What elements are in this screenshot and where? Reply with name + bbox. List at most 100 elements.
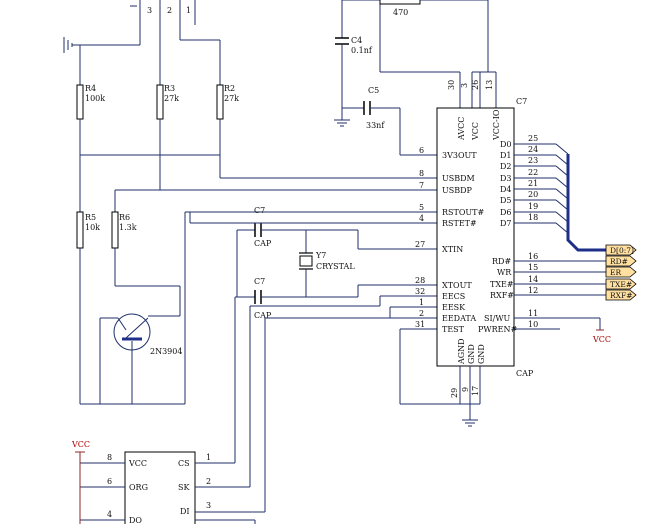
- pin-num-2: 2: [419, 309, 424, 318]
- pin-num-12: 12: [528, 286, 538, 295]
- top-pin-num-3: 3: [460, 83, 469, 88]
- top-pin-vcc: VCC: [471, 122, 480, 141]
- c7-upper-value: CAP: [254, 239, 272, 248]
- ground-ic-icon: [462, 419, 478, 427]
- crystal-value: CRYSTAL: [316, 262, 355, 271]
- net-label-rd-text: RD#: [610, 257, 628, 266]
- net-label-er-text: ER: [610, 268, 621, 277]
- pin-num-7: 7: [419, 181, 424, 190]
- pin-num-16: 16: [528, 252, 538, 261]
- pin-name-d0: D0: [500, 140, 512, 149]
- resistor-r6: R6 1.3k: [111, 190, 181, 317]
- ground-symbol-icon: [63, 37, 140, 53]
- vcc-label-left: VCC: [71, 440, 90, 449]
- header-pin-2: 2: [167, 6, 172, 15]
- net-label-er: ER: [605, 266, 637, 278]
- net-label-rxf: RXF#: [605, 289, 637, 301]
- eeprom-pin-cs: CS: [178, 459, 190, 468]
- eeprom-pin-di: DI: [180, 507, 190, 516]
- main-ic-ref: C7: [516, 97, 527, 106]
- net-label-rd: RD#: [605, 255, 637, 267]
- pin-num-24: 24: [528, 145, 538, 154]
- r6-value: 1.3k: [119, 223, 137, 232]
- eeprom-pin-num-1: 1: [206, 453, 211, 462]
- c7-lower-value: CAP: [254, 311, 272, 320]
- eeprom-pin-org: ORG: [129, 483, 148, 492]
- bottom-pin-num-17: 17: [471, 386, 480, 396]
- pin-name-xtout: XTOUT: [442, 281, 472, 290]
- pin-num-28: 28: [415, 276, 425, 285]
- pin-name-rstout: RSTOUT#: [442, 208, 484, 217]
- resistor-r5: R5 10k: [76, 155, 100, 404]
- eeprom-pin-num-4: 4: [107, 510, 112, 519]
- r2-ref: R2: [224, 84, 235, 93]
- c7-lower-ref: C7: [254, 277, 265, 286]
- eeprom-pin-num-8: 8: [107, 453, 112, 462]
- c4-ref: C4: [351, 36, 362, 45]
- pin-name-usbdm: USBDM: [442, 174, 475, 183]
- eeprom-pin-num-6: 6: [107, 477, 112, 486]
- pin-name-rxf: RXF#: [490, 291, 514, 300]
- pin-num-6: 6: [419, 146, 424, 155]
- pin-num-22: 22: [528, 168, 538, 177]
- crystal-y7: Y7 CRYSTAL: [299, 230, 355, 297]
- pin-name-d5: D5: [500, 196, 512, 205]
- eeprom-pin-sk: SK: [178, 483, 190, 492]
- transistor-2n3904: 2N3904: [99, 313, 182, 404]
- pin-name-d3: D3: [500, 174, 512, 183]
- pin-num-5: 5: [419, 203, 424, 212]
- c5-value: 33nf: [366, 121, 385, 130]
- bottom-pin-gnd-2: GND: [477, 344, 486, 364]
- pin-name-d4: D4: [500, 185, 512, 194]
- pin-name-eecs: EECS: [442, 292, 465, 301]
- r5-value: 10k: [85, 223, 100, 232]
- r4-ref: R4: [85, 84, 96, 93]
- bottom-pin-num-9: 9: [461, 387, 470, 392]
- bottom-pin-num-29: 29: [450, 388, 459, 398]
- pin-num-32: 32: [415, 287, 425, 296]
- pin-num-10: 10: [528, 320, 538, 329]
- pin-num-31: 31: [415, 320, 425, 329]
- r5-ref: R5: [85, 213, 96, 222]
- bottom-pin-agnd: AGND: [457, 338, 466, 365]
- vcc-label-right: VCC: [592, 335, 611, 344]
- pin-name-d1: D1: [500, 151, 512, 160]
- eeprom-pin-do: DO: [129, 516, 142, 524]
- capacitor-c5: C5 33nf: [342, 86, 437, 156]
- pin-num-21: 21: [528, 179, 538, 188]
- pin-name-3v3out: 3V3OUT: [442, 151, 477, 160]
- pin-num-19: 19: [528, 202, 538, 211]
- resistor-470: 470: [379, 0, 488, 72]
- r2-value: 27k: [224, 94, 239, 103]
- pin-num-4: 4: [419, 214, 424, 223]
- resistor-r4: R4 100k: [76, 45, 220, 156]
- r3-value: 27k: [164, 94, 179, 103]
- transistor-part: 2N3904: [150, 347, 182, 356]
- pin-name-rd: RD#: [492, 257, 511, 266]
- pin-name-siwu: SI/WU: [484, 314, 511, 323]
- pin-name-wr: WR: [497, 268, 512, 277]
- resistor-470-value: 470: [393, 8, 408, 17]
- capacitor-c7-upper: C7 CAP: [237, 206, 358, 248]
- capacitor-c4: C4 0.1nf: [335, 0, 373, 120]
- pin-num-14: 14: [528, 275, 538, 284]
- pin-name-txe: TXE#: [490, 280, 514, 289]
- header-pin-3: 3: [147, 6, 152, 15]
- r4-value: 100k: [85, 94, 105, 103]
- pin-num-18: 18: [528, 213, 538, 222]
- pin-name-usbdp: USBDP: [442, 186, 473, 195]
- c7-upper-ref: C7: [254, 206, 265, 215]
- top-pin-num-13: 13: [485, 80, 494, 90]
- pin-name-eesk: EESK: [442, 303, 466, 312]
- main-ic-right-pins: D0 D1 D2 D3 D4 D5 D6 D7 RD# WR TXE# RXF#…: [478, 134, 569, 334]
- pin-name-eedata: EEDATA: [442, 314, 476, 323]
- net-label-data: D[0:7]: [605, 244, 637, 256]
- ground-c5-icon: [334, 108, 350, 127]
- top-pin-vccio: VCC-IO: [492, 109, 501, 141]
- pin-num-8: 8: [419, 169, 424, 178]
- pin-name-d6: D6: [500, 208, 512, 217]
- header-connector: 3 2 1: [130, 0, 196, 45]
- net-label-data-text: D[0:7]: [610, 246, 634, 255]
